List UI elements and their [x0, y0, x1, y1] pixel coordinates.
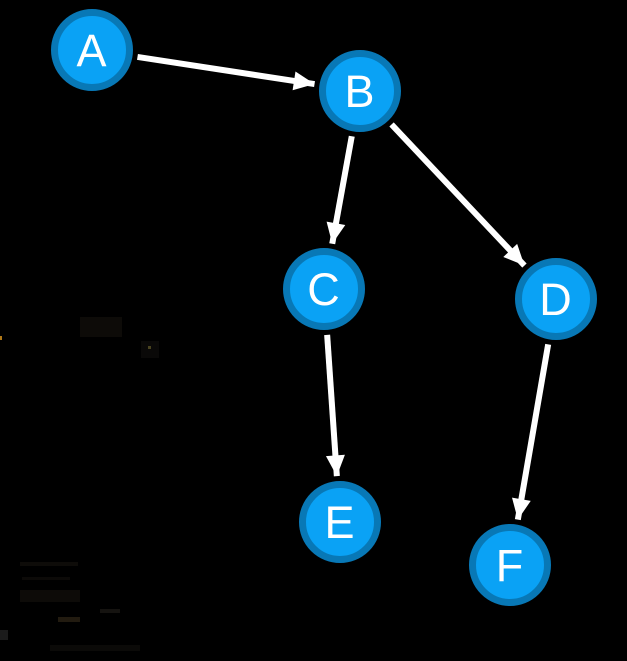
- node-E[interactable]: E: [299, 481, 381, 563]
- node-label: A: [76, 25, 107, 76]
- edge-A-B: [137, 53, 315, 91]
- node-A[interactable]: A: [51, 9, 133, 91]
- edge-C-E: [324, 334, 345, 477]
- node-B[interactable]: B: [319, 50, 401, 132]
- node-circle: [319, 50, 401, 132]
- node-circle: [299, 481, 381, 563]
- node-C[interactable]: C: [283, 248, 365, 330]
- edge-B-D: [389, 122, 527, 268]
- node-F[interactable]: F: [469, 524, 551, 606]
- node-label: E: [324, 497, 355, 548]
- nodes-layer: A B C D E F: [51, 9, 597, 606]
- node-label: B: [344, 66, 375, 117]
- node-label: C: [307, 264, 341, 315]
- node-circle: [469, 524, 551, 606]
- edges-layer: [137, 53, 552, 521]
- node-label: F: [496, 540, 525, 591]
- edge-D-F: [512, 343, 552, 521]
- node-circle: [283, 248, 365, 330]
- edge-B-C: [326, 135, 355, 245]
- node-circle: [51, 9, 133, 91]
- node-label: D: [539, 274, 573, 325]
- node-circle: [515, 258, 597, 340]
- node-D[interactable]: D: [515, 258, 597, 340]
